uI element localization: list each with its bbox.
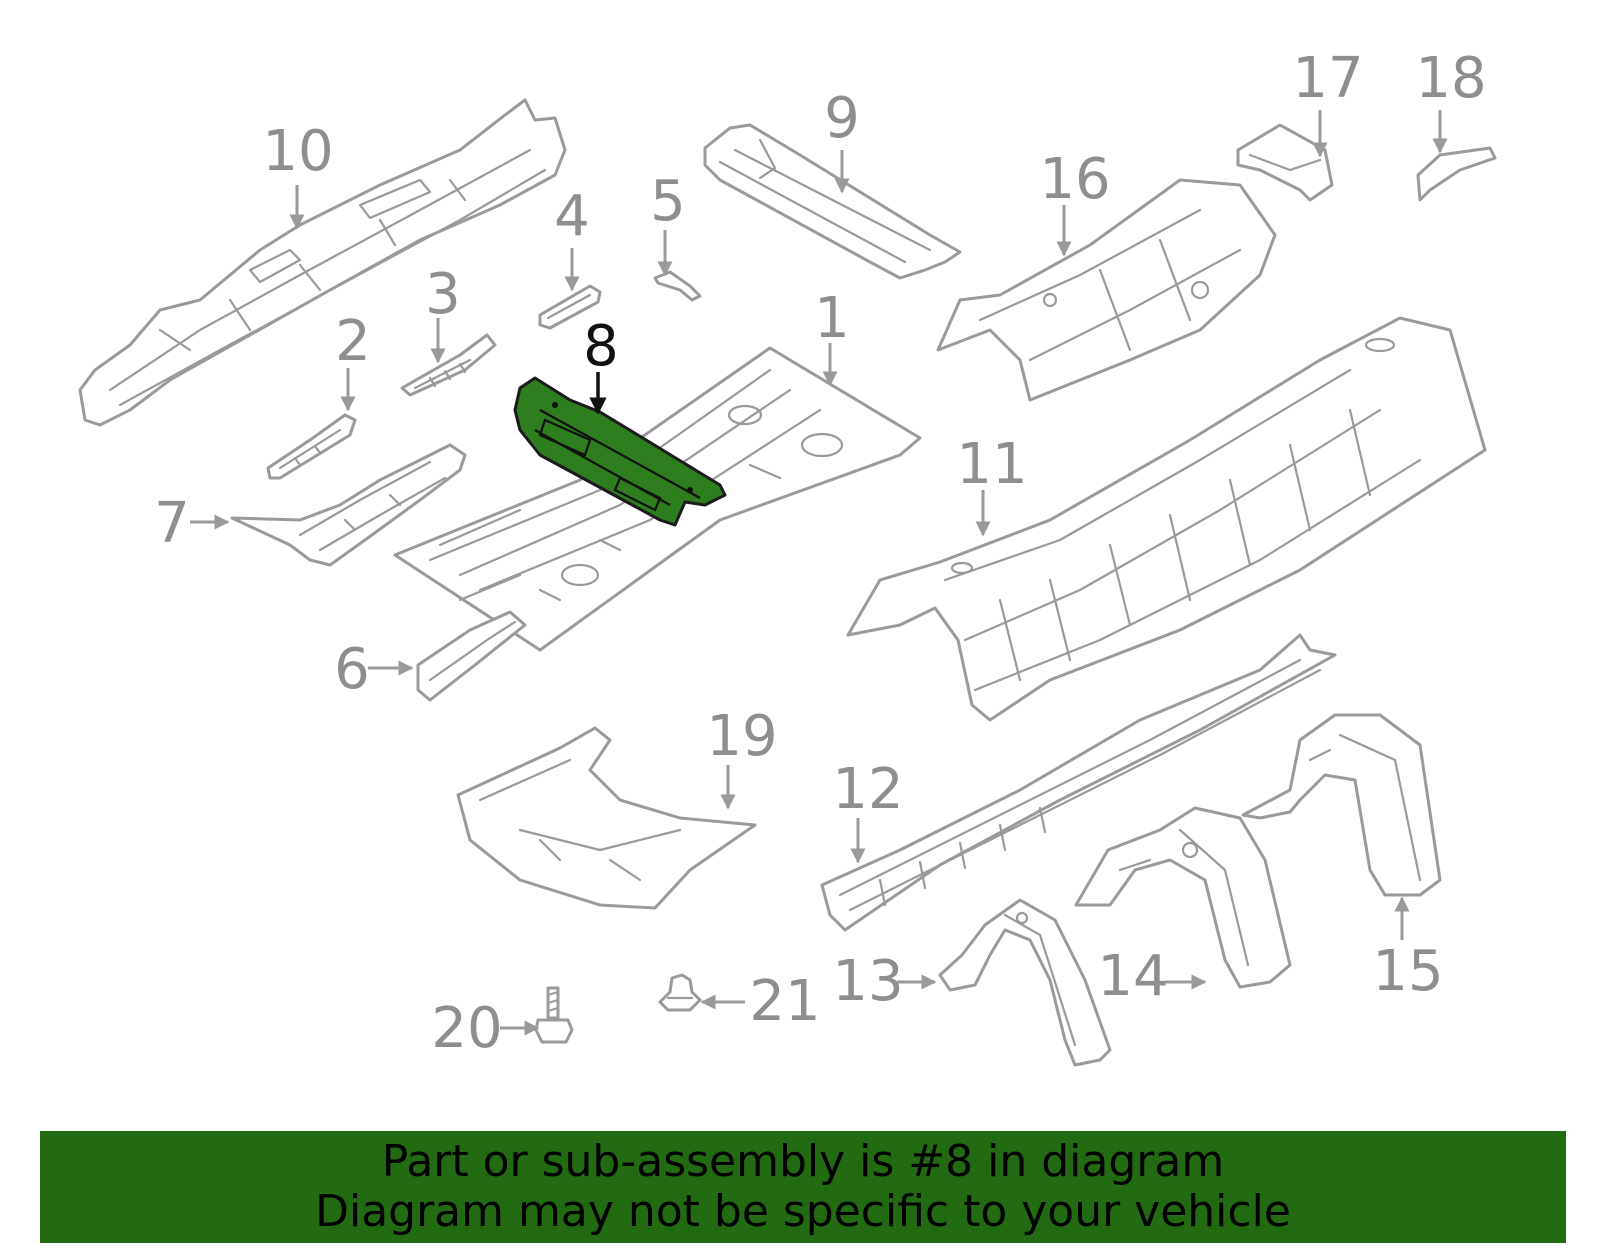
- part-20[interactable]: [534, 986, 574, 1044]
- banner-line-2: Diagram may not be specific to your vehi…: [315, 1186, 1291, 1237]
- part-18[interactable]: [1416, 146, 1497, 202]
- part-11[interactable]: [846, 316, 1487, 722]
- callout-20: 20: [431, 996, 502, 1061]
- part-16[interactable]: [936, 178, 1277, 402]
- callout-14: 14: [1097, 944, 1168, 1009]
- part-12[interactable]: [820, 633, 1337, 932]
- callout-15: 15: [1372, 939, 1443, 1004]
- callout-6: 6: [334, 637, 370, 702]
- callout-17: 17: [1292, 46, 1363, 111]
- callout-1: 1: [814, 286, 850, 351]
- callout-8-highlighted: 8: [583, 314, 619, 379]
- part-5[interactable]: [653, 270, 702, 302]
- callout-9: 9: [824, 86, 860, 151]
- part-8-highlighted[interactable]: [513, 376, 727, 527]
- callout-11: 11: [956, 432, 1027, 497]
- callout-13: 13: [832, 949, 903, 1014]
- part-10[interactable]: [78, 98, 567, 427]
- callout-2: 2: [335, 309, 371, 374]
- callout-labels: 10 9 4 5 3 2 1 7 6 8 16 17 18 11 19 12 1…: [154, 46, 1486, 1061]
- part-13[interactable]: [938, 898, 1112, 1067]
- part-19[interactable]: [456, 726, 757, 910]
- part-17[interactable]: [1236, 123, 1334, 202]
- part-21[interactable]: [658, 973, 702, 1012]
- part-15[interactable]: [1241, 713, 1442, 897]
- info-banner: Part or sub-assembly is #8 in diagram Di…: [40, 1131, 1566, 1243]
- part-2[interactable]: [266, 413, 357, 480]
- callout-7: 7: [154, 491, 190, 556]
- callout-3: 3: [425, 262, 461, 327]
- callout-arrows: [190, 110, 1448, 1036]
- part-4[interactable]: [538, 284, 602, 330]
- callout-5: 5: [650, 169, 686, 234]
- banner-line-1: Part or sub-assembly is #8 in diagram: [381, 1136, 1225, 1187]
- callout-12: 12: [832, 757, 903, 822]
- callout-16: 16: [1039, 147, 1110, 212]
- callout-18: 18: [1415, 46, 1486, 111]
- part-3[interactable]: [400, 333, 497, 397]
- callout-21: 21: [749, 969, 820, 1034]
- part-7[interactable]: [230, 443, 467, 567]
- callout-4: 4: [554, 184, 590, 249]
- part-14[interactable]: [1074, 806, 1292, 989]
- callout-10: 10: [262, 119, 333, 184]
- callout-19: 19: [706, 704, 777, 769]
- part-6[interactable]: [416, 610, 527, 702]
- part-9[interactable]: [703, 123, 962, 280]
